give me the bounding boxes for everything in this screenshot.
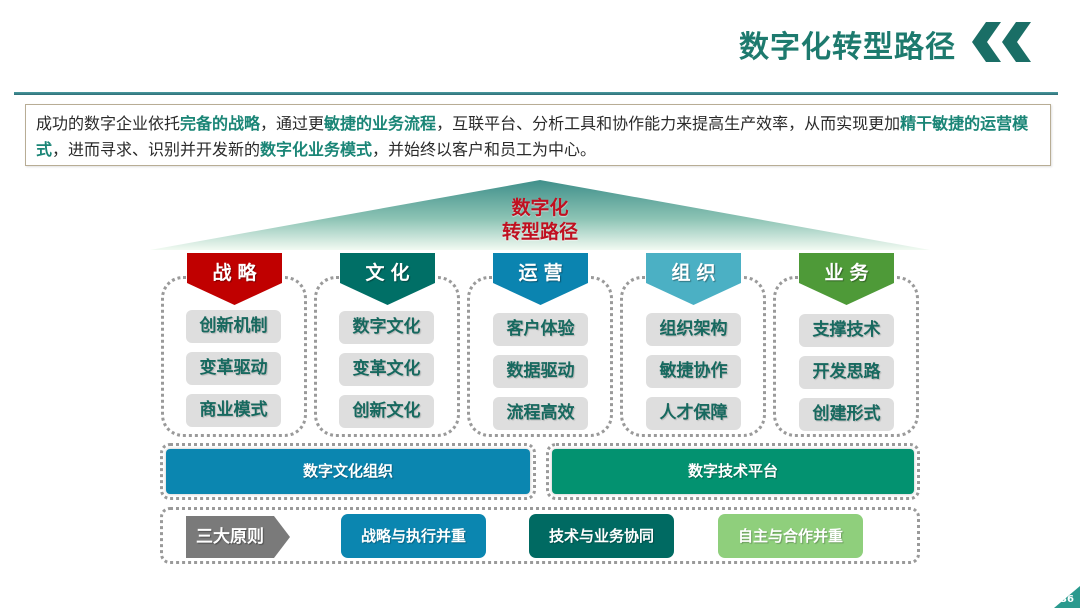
intro-highlight: 敏捷的业务流程: [324, 114, 437, 133]
pillar-item: 创新文化: [339, 395, 434, 428]
principle-strategy-execution: 战略与执行并重: [341, 514, 486, 558]
roof-title-line2: 转型路径: [501, 221, 578, 243]
pillar-item: 创建形式: [799, 398, 894, 431]
roof-title: 数字化 转型路径: [490, 196, 590, 244]
pillar-header-business: 业务: [799, 253, 894, 305]
page-title: 数字化转型路径: [739, 30, 956, 65]
pillar-item: 创新机制: [186, 310, 281, 343]
pillar-item: 客户体验: [493, 313, 588, 346]
foundation-culture-org: 数字文化组织: [166, 449, 530, 494]
pillar-item: 变革驱动: [186, 352, 281, 385]
pillar-item: 支撑技术: [799, 314, 894, 347]
pillar-header-strategy: 战略: [187, 253, 282, 305]
pillar-item: 商业模式: [186, 394, 281, 427]
principle-tech-business: 技术与业务协同: [529, 514, 674, 558]
pillar-label: 文化: [365, 262, 416, 284]
foundation-frame-tech: [546, 443, 920, 500]
principles-tag: 三大原则: [186, 516, 290, 558]
intro-seg: ，并始终以客户和员工为中心。: [372, 140, 597, 159]
pillar-header-organization: 组织: [646, 253, 741, 305]
intro-seg: ，通过更: [260, 114, 325, 133]
pillar-label: 组织: [671, 262, 722, 284]
pillar-item: 数字文化: [339, 311, 434, 344]
intro-seg: 成功的数字企业依托: [36, 114, 181, 133]
principles-tag-label: 三大原则: [196, 527, 264, 547]
pillar-item: 组织架构: [646, 313, 741, 346]
intro-paragraph: 成功的数字企业依托完备的战略，通过更敏捷的业务流程，互联平台、分析工具和协作能力…: [25, 104, 1051, 166]
pillar-header-culture: 文化: [340, 253, 435, 305]
roof-title-line1: 数字化: [511, 197, 569, 219]
pillar-label: 业务: [824, 262, 875, 284]
pillar-item: 开发思路: [799, 356, 894, 389]
pillar-item: 人才保障: [646, 397, 741, 430]
page-number: 36: [1060, 594, 1074, 605]
intro-seg: ，互联平台、分析工具和协作能力来提高生产效率，从而实现更加: [436, 114, 901, 133]
double-chevron-left-icon: [972, 22, 1031, 62]
page-corner-triangle: [1054, 586, 1080, 608]
pillar-item: 敏捷协作: [646, 355, 741, 388]
pillar-label: 战略: [212, 262, 263, 284]
pillar-label: 运营: [518, 262, 569, 284]
foundation-frame-culture: [160, 443, 536, 500]
principle-autonomy-cooperation: 自主与合作并重: [718, 514, 863, 558]
roof-triangle: [150, 180, 930, 250]
intro-highlight: 数字化业务模式: [260, 140, 373, 159]
principles-frame: [160, 507, 920, 564]
intro-highlight: 精干敏捷的运营模式: [36, 114, 1029, 159]
pillar-item: 变革文化: [339, 353, 434, 386]
pillar-item: 流程高效: [493, 397, 588, 430]
header-divider: [14, 92, 1058, 95]
pillar-item: 数据驱动: [493, 355, 588, 388]
pillar-header-operations: 运营: [493, 253, 588, 305]
foundation-tech-platform: 数字技术平台: [552, 449, 914, 494]
intro-highlight: 完备的战略: [180, 114, 261, 133]
intro-seg: ，进而寻求、识别并开发新的: [52, 140, 261, 159]
